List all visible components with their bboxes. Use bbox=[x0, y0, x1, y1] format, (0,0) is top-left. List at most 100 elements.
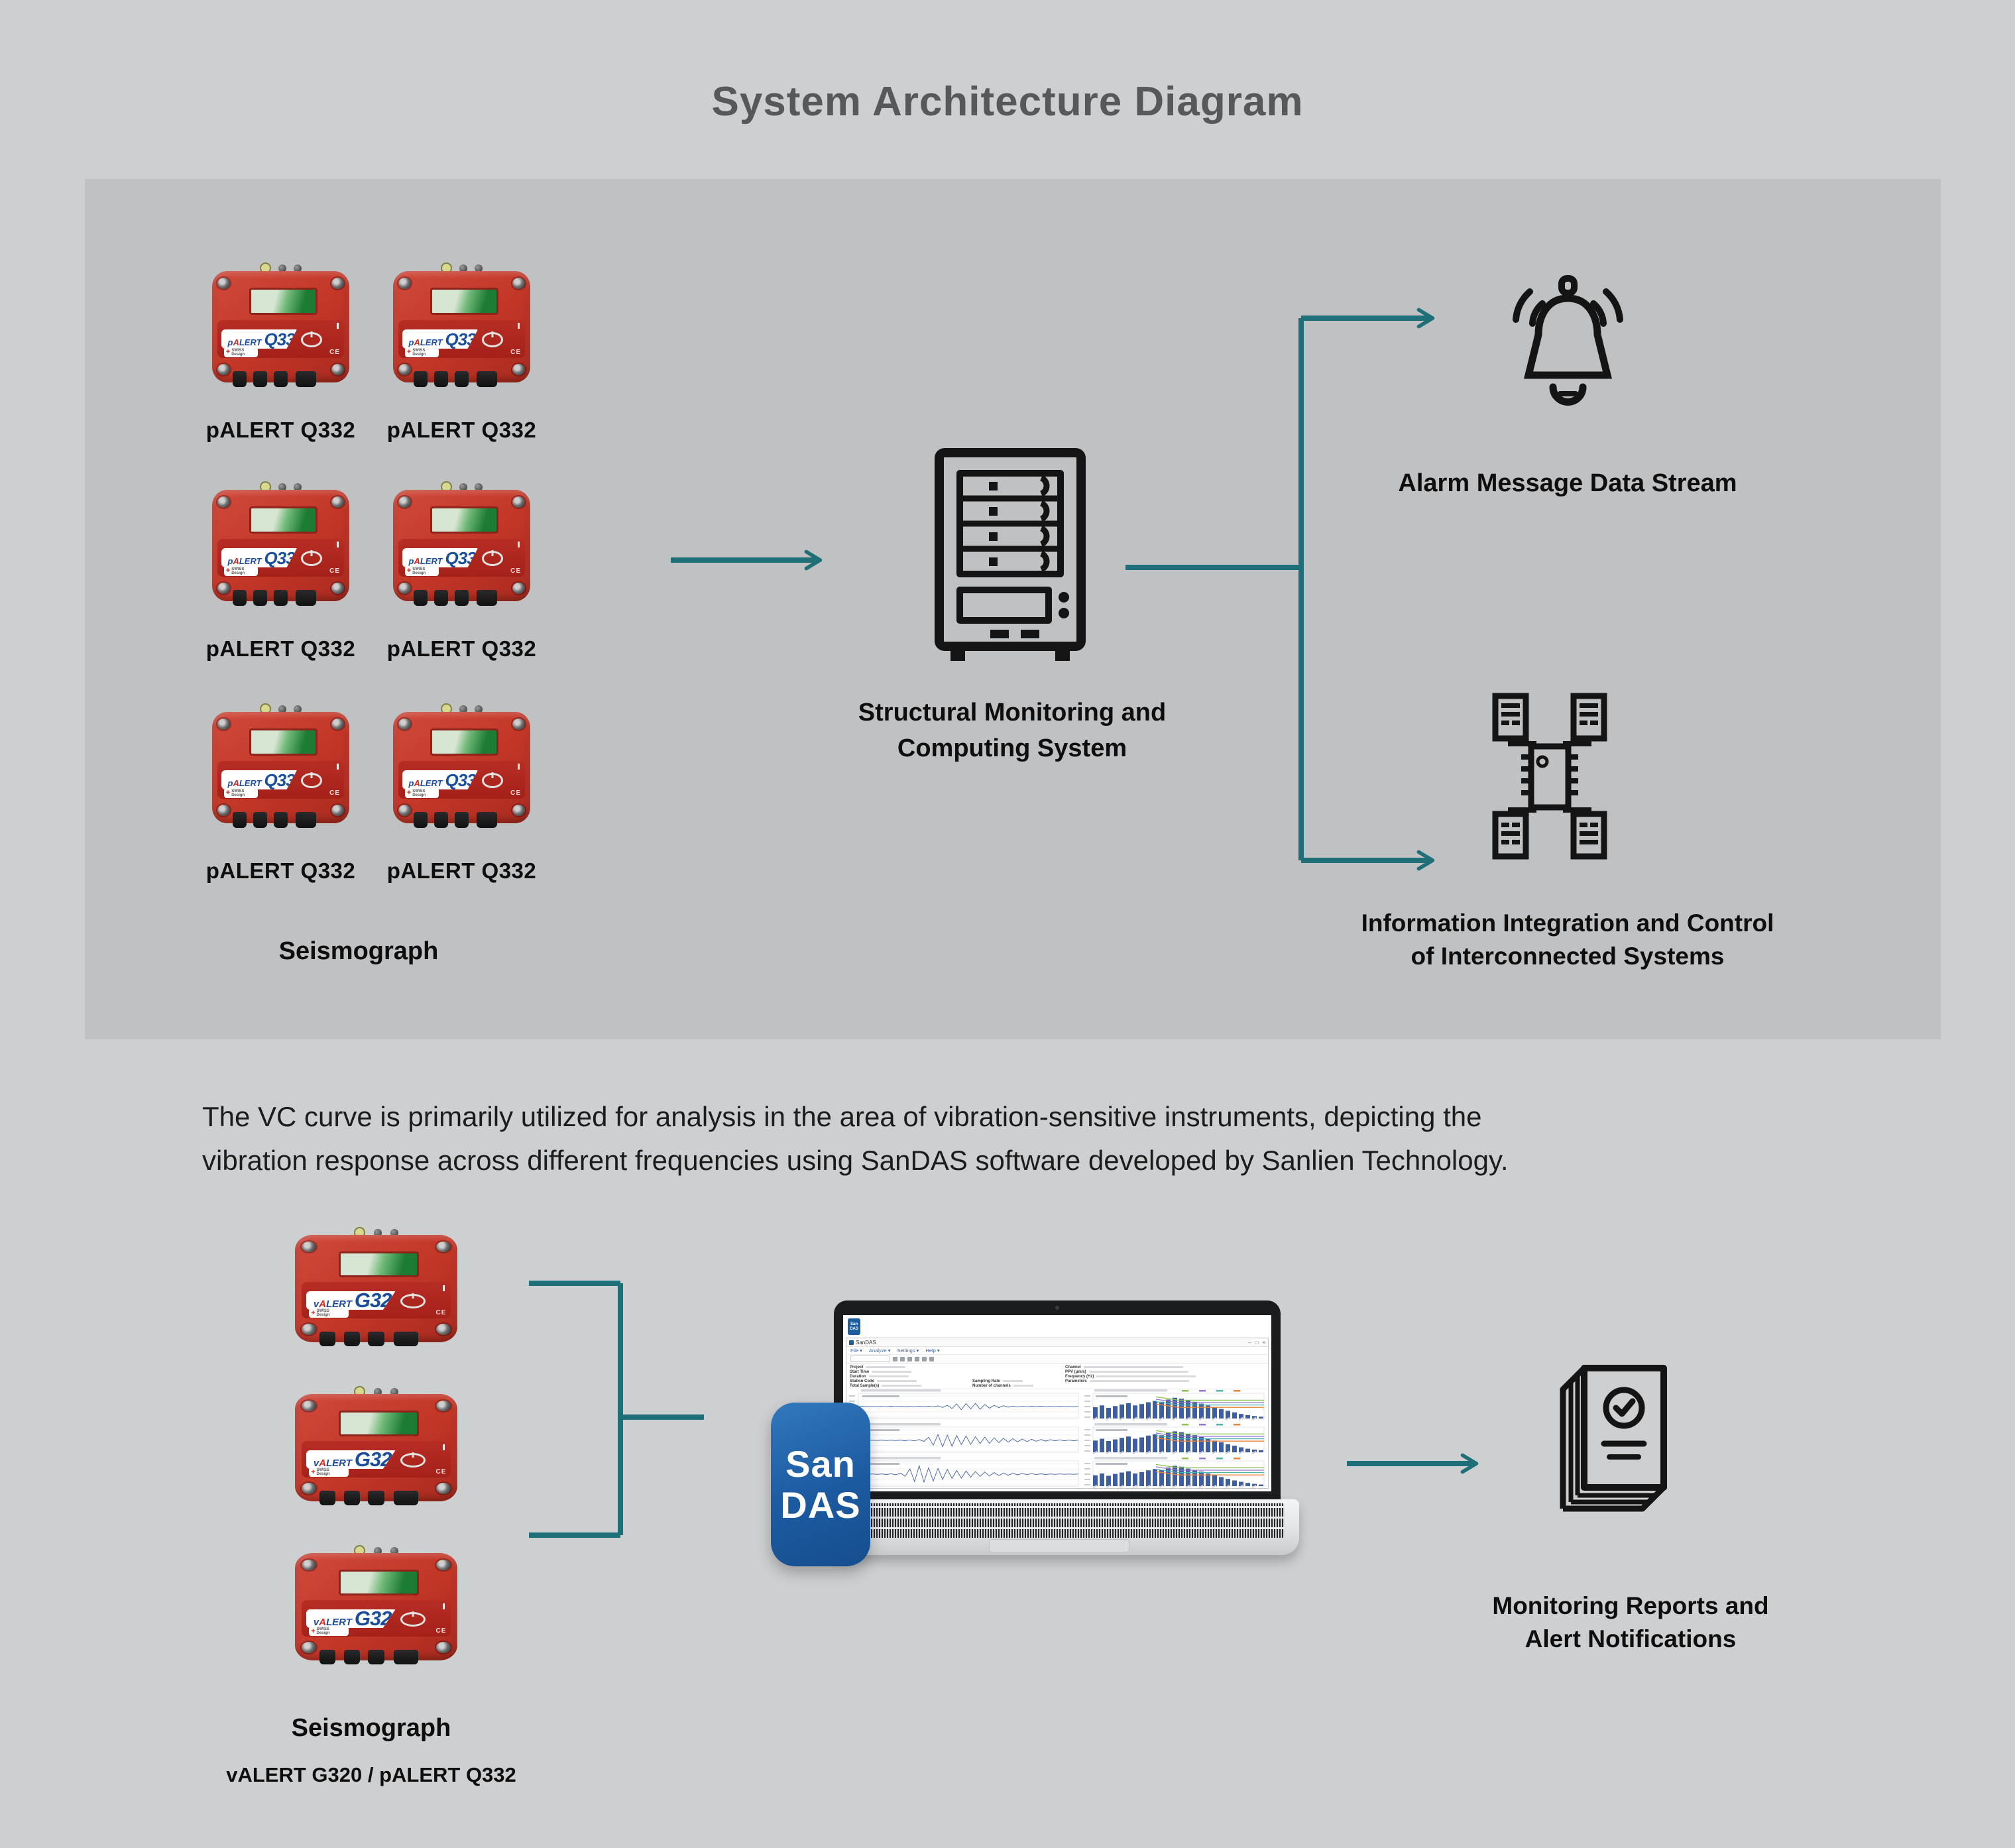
laptop: San DAS SanDAS –□× File ▾Analyze ▾Settin… bbox=[834, 1300, 1281, 1499]
corner-screw bbox=[331, 277, 344, 289]
waveform-chart bbox=[848, 1388, 1081, 1421]
device-lcd-screen bbox=[339, 1410, 420, 1437]
info-row: Channel bbox=[1065, 1365, 1196, 1369]
ce-mark: CE bbox=[329, 348, 340, 356]
alarm-label: Alarm Message Data Stream bbox=[1398, 469, 1737, 497]
info-row: Parameters bbox=[1065, 1379, 1196, 1383]
corner-screw bbox=[512, 496, 525, 508]
laptop-trackpad bbox=[989, 1539, 1129, 1552]
info-value-bar bbox=[877, 1380, 917, 1382]
connector-port bbox=[394, 1490, 419, 1506]
corner-screw bbox=[331, 582, 344, 594]
connector-port bbox=[368, 1649, 384, 1665]
webcam-dot bbox=[1055, 1306, 1059, 1310]
indicator-mark bbox=[337, 542, 339, 548]
top-screw bbox=[459, 264, 467, 272]
indicator-mark bbox=[518, 323, 520, 329]
connector-port bbox=[343, 1331, 360, 1347]
chart-grid bbox=[846, 1388, 1268, 1489]
vc-curve-description: The VC curve is primarily utilized for a… bbox=[202, 1101, 1509, 1176]
top-screw bbox=[374, 1546, 382, 1555]
connector-port bbox=[296, 371, 317, 388]
connector-port bbox=[394, 1649, 419, 1665]
device-connectors bbox=[393, 371, 530, 388]
info-row: Project bbox=[850, 1365, 921, 1369]
top-screw bbox=[294, 483, 302, 491]
ce-mark: CE bbox=[510, 348, 521, 356]
connector-port bbox=[253, 371, 267, 388]
connector-port bbox=[343, 1649, 360, 1665]
integration-chip-icon bbox=[1492, 693, 1607, 860]
menu-bar: File ▾Analyze ▾Settings ▾Help ▾ bbox=[846, 1347, 1268, 1355]
connector-port bbox=[274, 590, 288, 606]
connector-port bbox=[319, 1331, 336, 1347]
corner-screw bbox=[331, 496, 344, 508]
info-label: Start Time bbox=[850, 1369, 870, 1374]
info-label: Duration bbox=[850, 1374, 866, 1379]
corner-screw bbox=[436, 1559, 451, 1571]
window-app-icon bbox=[849, 1340, 854, 1345]
device-connectors bbox=[295, 1490, 457, 1506]
info-label: Total Sample(s) bbox=[850, 1383, 880, 1388]
info-row: PPV (μm/s) bbox=[1065, 1369, 1196, 1374]
corner-screw bbox=[398, 277, 411, 289]
connector-port bbox=[233, 812, 247, 829]
device-connectors bbox=[212, 590, 349, 606]
vc-curve-bar-chart bbox=[1082, 1456, 1267, 1489]
top-screw bbox=[278, 483, 286, 491]
info-row: Station Code bbox=[850, 1379, 921, 1383]
connector-port bbox=[233, 371, 247, 388]
info-label: PPV (μm/s) bbox=[1065, 1369, 1086, 1374]
info-label: Channel bbox=[1065, 1365, 1081, 1369]
device-lcd-screen bbox=[339, 1569, 420, 1596]
menu-item-help: Help ▾ bbox=[925, 1348, 940, 1354]
top-screw bbox=[374, 1387, 382, 1396]
info-label: Sampling Rate bbox=[972, 1379, 1000, 1383]
top-screw bbox=[374, 1228, 382, 1237]
info-value-bar bbox=[1088, 1371, 1188, 1373]
swiss-cross-icon: + bbox=[311, 1627, 316, 1635]
window-title: SanDAS bbox=[856, 1339, 876, 1346]
indicator-mark bbox=[443, 1603, 445, 1609]
corner-screw bbox=[301, 1241, 316, 1253]
page-title: System Architecture Diagram bbox=[711, 79, 1304, 125]
info-value-bar bbox=[1002, 1380, 1023, 1382]
corner-screw bbox=[512, 582, 525, 594]
power-icon bbox=[400, 1293, 426, 1308]
swiss-cross-icon: + bbox=[225, 567, 231, 575]
window-controls: –□× bbox=[1248, 1340, 1265, 1346]
info-row: Duration bbox=[850, 1374, 921, 1379]
corner-screw bbox=[436, 1642, 451, 1653]
connector-port bbox=[253, 812, 267, 829]
connector-port bbox=[455, 371, 469, 388]
connector-port bbox=[414, 371, 428, 388]
